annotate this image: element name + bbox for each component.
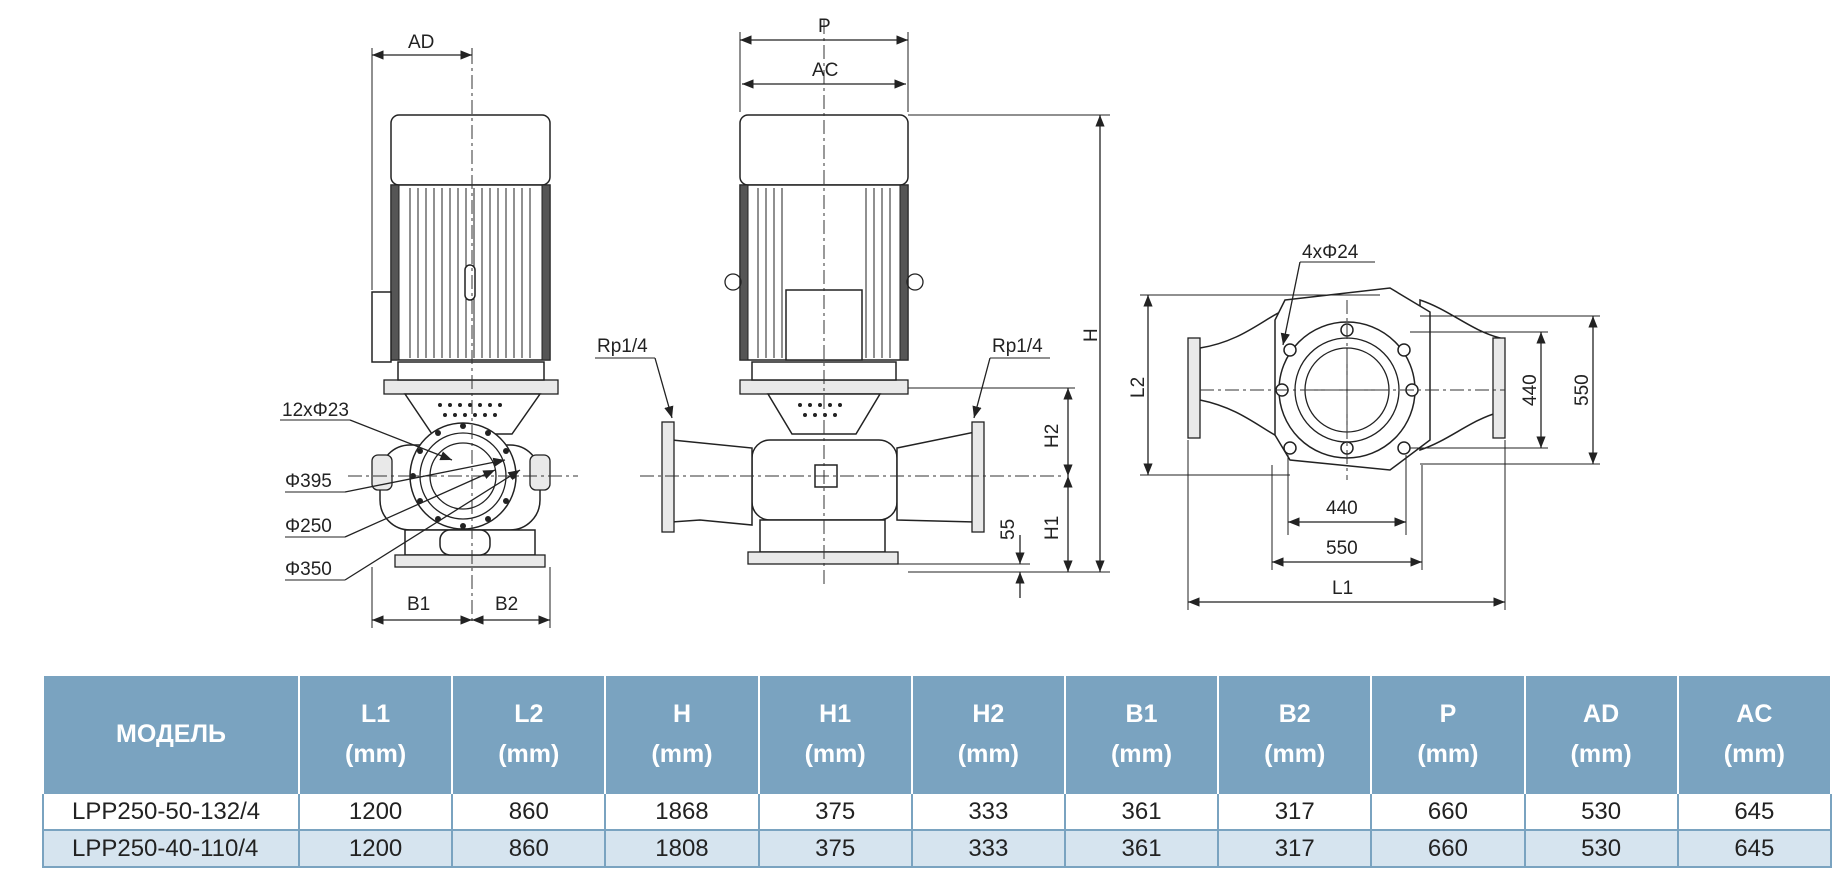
- table-cell: 530: [1524, 792, 1679, 831]
- column-header: P (mm): [1370, 676, 1526, 793]
- column-header: H1 (mm): [757, 676, 913, 793]
- table-cell: 317: [1218, 830, 1373, 868]
- column-name: P: [1439, 700, 1457, 728]
- table-cell: 1200: [299, 830, 454, 868]
- table-cell: 645: [1677, 792, 1833, 831]
- column-name: L2: [514, 700, 544, 728]
- l2-label: L2: [1128, 377, 1149, 398]
- column-unit: (mm): [804, 740, 866, 768]
- b1-label: B1: [407, 594, 430, 615]
- column-name: AD: [1583, 700, 1620, 728]
- table-cell: 333: [911, 830, 1066, 868]
- column-unit: (mm): [498, 740, 560, 768]
- column-unit: (mm): [1264, 740, 1326, 768]
- column-name: AC: [1736, 700, 1773, 728]
- model-header: МОДЕЛЬ: [42, 676, 300, 793]
- column-unit: (mm): [957, 740, 1019, 768]
- model-cell: LPP250-50-132/4: [42, 792, 300, 831]
- top-view: 4xΦ24 L2 440 550 440 550 L1: [1128, 242, 1600, 610]
- d250-label: Φ250: [285, 516, 332, 537]
- dim440-v-label: 440: [1520, 374, 1541, 406]
- front-view: P AC H H2 H1 55 Rp1/4 Rp1/4: [595, 16, 1110, 598]
- table-cell: 860: [452, 830, 607, 868]
- column-header: AC (mm): [1676, 676, 1833, 793]
- column-name: B2: [1278, 700, 1311, 728]
- p-label: P: [818, 16, 831, 37]
- column-unit: (mm): [1723, 740, 1785, 768]
- rp-left-label: Rp1/4: [597, 336, 648, 357]
- column-header: H (mm): [604, 676, 760, 793]
- column-header: B2 (mm): [1217, 676, 1373, 793]
- b2-label: B2: [495, 594, 518, 615]
- table-cell: 660: [1371, 830, 1526, 868]
- column-name: L1: [361, 700, 391, 728]
- column-name: H: [672, 700, 691, 728]
- column-header: B1 (mm): [1063, 676, 1220, 793]
- dim440-h-label: 440: [1326, 498, 1358, 519]
- table-cell: 860: [452, 792, 607, 831]
- table-cell: 645: [1677, 830, 1833, 868]
- column-name: H1: [819, 700, 852, 728]
- column-unit: (mm): [651, 740, 713, 768]
- table-cell: 660: [1371, 792, 1526, 831]
- column-unit: (mm): [1110, 740, 1173, 768]
- h-label: H: [1081, 328, 1102, 342]
- dim550-v-label: 550: [1572, 374, 1593, 406]
- table-cell: 361: [1064, 792, 1220, 831]
- table-cell: 530: [1524, 830, 1679, 868]
- rp-right-label: Rp1/4: [992, 336, 1043, 357]
- h1-label: H1: [1042, 516, 1063, 540]
- table-cell: 1868: [605, 792, 760, 831]
- table-row: LPP250-40-110/4 1200 860 1808 375 333 36…: [42, 830, 1833, 868]
- table-row: LPP250-50-132/4 1200 860 1868 375 333 36…: [42, 792, 1833, 831]
- model-cell: LPP250-40-110/4: [42, 830, 300, 868]
- table-cell: 361: [1064, 830, 1220, 868]
- table-cell: 375: [758, 830, 913, 868]
- ac-label: AC: [812, 60, 838, 81]
- ad-label: AD: [408, 32, 434, 53]
- bolts-motor-label: 12xΦ23: [282, 400, 349, 421]
- column-header: AD (mm): [1523, 676, 1679, 793]
- dim55-label: 55: [998, 519, 1019, 540]
- table-cell: 333: [911, 792, 1066, 831]
- column-unit: (mm): [345, 740, 407, 768]
- d395-label: Φ395: [285, 471, 332, 492]
- d350-label: Φ350: [285, 559, 332, 580]
- table-header-row: МОДЕЛЬ L1 (mm) L2 (mm) H (mm) H1 (mm) H2 (mm)…: [42, 676, 1833, 793]
- technical-drawing: AD B1 B2 12xΦ23 Φ395 Φ250 Φ350: [280, 16, 1600, 628]
- side-view: AD B1 B2 12xΦ23 Φ395 Φ250 Φ350: [280, 32, 578, 628]
- dimensions-table: МОДЕЛЬ L1 (mm) L2 (mm) H (mm) H1 (mm) H2 (mm)…: [42, 676, 1833, 868]
- h2-label: H2: [1042, 424, 1063, 448]
- column-name: B1: [1125, 700, 1158, 728]
- column-header: H2 (mm): [910, 676, 1066, 793]
- l1-label: L1: [1332, 578, 1353, 599]
- column-unit: (mm): [1417, 740, 1479, 768]
- table-cell: 317: [1218, 792, 1373, 831]
- table-cell: 375: [758, 792, 913, 831]
- column-header: L1 (mm): [297, 676, 454, 793]
- table-cell: 1808: [605, 830, 760, 868]
- column-unit: (mm): [1570, 740, 1632, 768]
- bolts-base-label: 4xΦ24: [1302, 242, 1359, 263]
- dim550-h-label: 550: [1326, 538, 1358, 559]
- table-cell: 1200: [299, 792, 454, 831]
- column-name: H2: [972, 700, 1005, 728]
- column-header: L2 (mm): [451, 676, 607, 793]
